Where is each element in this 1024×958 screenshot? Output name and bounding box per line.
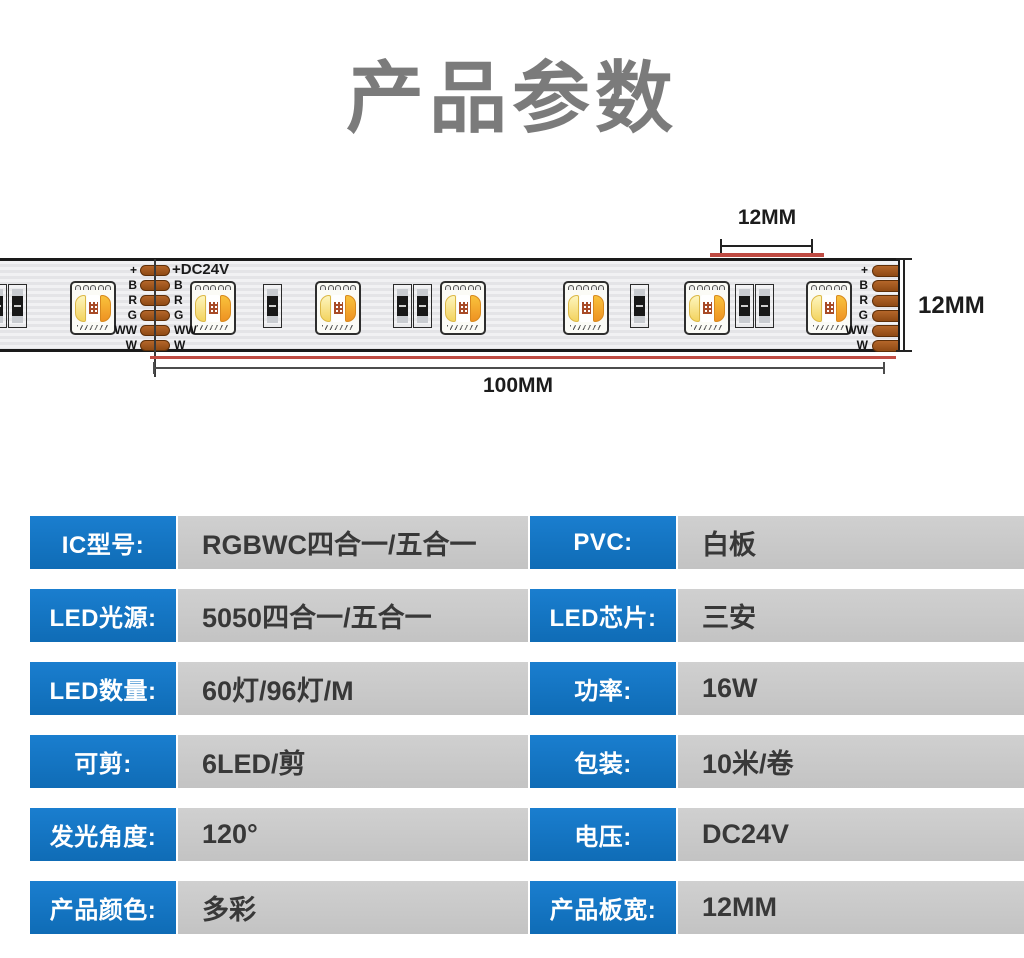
- pad-label: G: [174, 308, 184, 322]
- spec-value-packaging: 10米/卷: [678, 735, 1024, 788]
- cut-line: [154, 259, 156, 377]
- spec-label-power: 功率:: [530, 662, 676, 715]
- dimension-bottom-line: [153, 362, 885, 374]
- dimension-top-red-bar: [710, 253, 824, 257]
- resistor-pair: [0, 284, 27, 328]
- page-title: 产品参数: [345, 54, 678, 142]
- pad-label: R: [174, 293, 183, 307]
- pad-label: R: [128, 293, 137, 307]
- pad-label: WW: [174, 323, 197, 337]
- spec-label-cuttable: 可剪:: [30, 735, 176, 788]
- led-chip-icon: [190, 281, 236, 335]
- pad-label: WW: [845, 323, 868, 337]
- resistor-icon: [755, 284, 774, 328]
- resistor-icon: [413, 284, 432, 328]
- pad-label: B: [128, 278, 137, 292]
- pad-label: R: [859, 293, 868, 307]
- spec-label-color: 产品颜色:: [30, 881, 176, 934]
- pad-label: W: [856, 338, 868, 352]
- resistor-icon: [393, 284, 412, 328]
- pad-label: G: [127, 308, 137, 322]
- spec-label-board-width: 产品板宽:: [530, 881, 676, 934]
- end-solder-pad: [872, 265, 898, 277]
- led-chip-icon: [563, 281, 609, 335]
- spec-label-packaging: 包装:: [530, 735, 676, 788]
- spec-label-pvc: PVC:: [530, 516, 676, 569]
- pad-label: B: [174, 278, 183, 292]
- spec-value-power: 16W: [678, 662, 1024, 715]
- end-solder-pad: [872, 340, 898, 352]
- spec-label-led-count: LED数量:: [30, 662, 176, 715]
- dimension-right-line: [896, 258, 912, 352]
- end-solder-pad: [872, 310, 898, 322]
- resistor-icon: [630, 284, 649, 328]
- spec-value-color: 多彩: [178, 881, 528, 934]
- dimension-bottom-red-bar: [150, 356, 896, 359]
- pad-label: +: [129, 263, 137, 277]
- end-solder-pad: [872, 280, 898, 292]
- dimension-bottom-label: 100MM: [482, 374, 554, 397]
- power-label: +DC24V: [172, 261, 230, 278]
- led-chip-icon: [684, 281, 730, 335]
- spec-label-ic-model: IC型号:: [30, 516, 176, 569]
- led-chip-icon: [440, 281, 486, 335]
- spec-value-board-width: 12MM: [678, 881, 1024, 934]
- end-solder-pad: [872, 325, 898, 337]
- pad-label: W: [125, 338, 137, 352]
- dimension-top-label: 12MM: [737, 206, 797, 229]
- pad-label: W: [174, 338, 186, 352]
- led-chip-icon: [806, 281, 852, 335]
- dimension-right-label: 12MM: [918, 292, 985, 319]
- resistor-icon: [0, 284, 7, 328]
- spec-value-cuttable: 6LED/剪: [178, 735, 528, 788]
- led-chip-icon: [70, 281, 116, 335]
- spec-label-led-source: LED光源:: [30, 589, 176, 642]
- resistor-pair: [735, 284, 774, 328]
- resistor-icon: [735, 284, 754, 328]
- resistor-icon: [8, 284, 27, 328]
- spec-value-led-source: 5050四合一/五合一: [178, 589, 528, 642]
- resistor-pair: [393, 284, 432, 328]
- spec-label-voltage: 电压:: [530, 808, 676, 861]
- end-solder-pad: [872, 295, 898, 307]
- spec-label-led-chip: LED芯片:: [530, 589, 676, 642]
- spec-value-beam-angle: 120°: [178, 808, 528, 861]
- led-chip-icon: [315, 281, 361, 335]
- pad-label: G: [858, 308, 868, 322]
- spec-label-beam-angle: 发光角度:: [30, 808, 176, 861]
- spec-value-led-chip: 三安: [678, 589, 1024, 642]
- dimension-top-line: [720, 239, 813, 253]
- led-strip-image: + B R G WW W +DC24V B R G WW W + B R G W…: [0, 258, 900, 377]
- resistor-icon: [263, 284, 282, 328]
- spec-value-ic-model: RGBWC四合一/五合一: [178, 516, 528, 569]
- spec-value-voltage: DC24V: [678, 808, 1024, 861]
- pad-label: +: [860, 263, 868, 277]
- pad-label: B: [859, 278, 868, 292]
- pad-label: WW: [114, 323, 137, 337]
- spec-value-led-count: 60灯/96灯/M: [178, 662, 528, 715]
- spec-value-pvc: 白板: [678, 516, 1024, 569]
